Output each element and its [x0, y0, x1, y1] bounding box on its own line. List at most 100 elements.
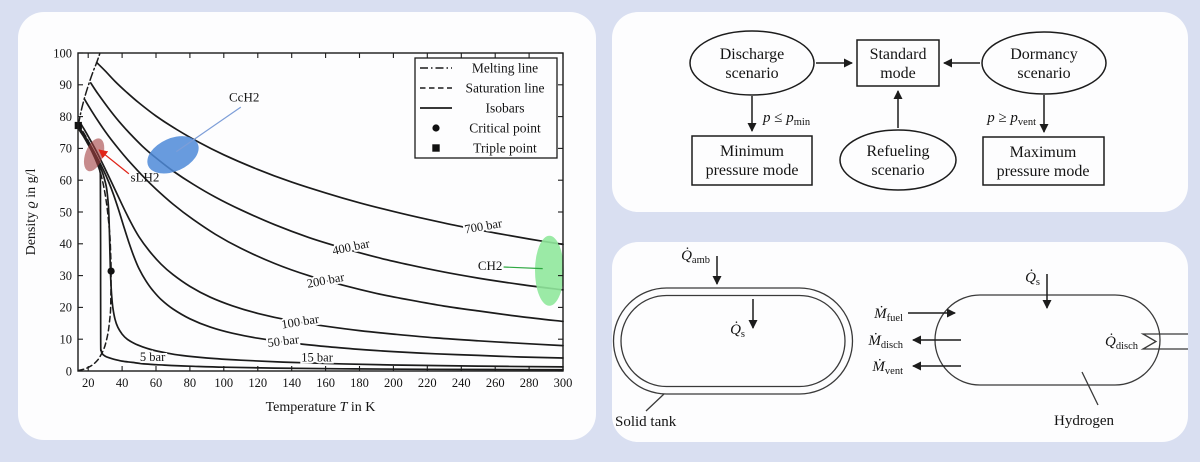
y-tick-label: 40 — [60, 237, 73, 251]
discharge-ellipse — [689, 30, 815, 96]
m-disch-label: Ṁdisch — [867, 333, 903, 351]
tank-schematic: Q̇amb Q̇s Solid tank Q̇s Ṁfuel Ṁdisch Ṁv… — [612, 248, 1188, 430]
isobar-label-50-bar: 50 bar — [267, 332, 301, 350]
y-tick-label: 30 — [60, 269, 73, 283]
x-tick-label: 240 — [452, 376, 471, 390]
annotation-line-CcH2 — [176, 106, 242, 153]
q-disch-label: Q̇disch — [1105, 334, 1139, 352]
solid-tank — [612, 287, 854, 395]
standard-rect — [856, 39, 940, 87]
minimum-rect — [691, 135, 813, 186]
hydrogen-tank — [934, 294, 1161, 386]
x-tick-label: 80 — [184, 376, 197, 390]
x-tick-label: 260 — [486, 376, 505, 390]
x-tick-label: 220 — [418, 376, 437, 390]
isobar-50-bar — [78, 127, 564, 359]
condition-p-min: p ≤ pmin — [762, 110, 811, 128]
x-tick-label: 120 — [248, 376, 267, 390]
region-CH2 — [535, 235, 564, 306]
q-s-left-label: Q̇s — [730, 322, 745, 340]
q-amb-label: Q̇amb — [681, 248, 710, 266]
x-axis-title: Temperature T in K — [266, 400, 376, 415]
solid-tank-pointer — [645, 393, 665, 412]
x-tick-label: 160 — [316, 376, 335, 390]
hydrogen-pointer — [1081, 371, 1099, 406]
curves-group — [77, 52, 564, 372]
x-tick-label: 180 — [350, 376, 369, 390]
isobar-400-bar — [89, 82, 564, 291]
isobar-700-bar — [95, 61, 564, 246]
m-fuel-label: Ṁfuel — [873, 306, 903, 324]
x-tick-label: 20 — [82, 376, 95, 390]
solid-tank-outer-wall — [612, 287, 854, 395]
y-tick-label: 100 — [53, 46, 72, 60]
solid-tank-label: Solid tank — [615, 414, 677, 430]
maximum-rect — [982, 136, 1105, 186]
y-tick-label: 20 — [60, 301, 73, 315]
annotation-line-sLH2 — [98, 149, 130, 175]
condition-p-vent: p ≥ pvent — [986, 110, 1036, 128]
isobar-label-200-bar: 200 bar — [306, 270, 347, 291]
y-tick-label: 10 — [60, 333, 73, 347]
isobar-label-100-bar: 100 bar — [280, 312, 320, 332]
annotation-label-CcH2: CcH2 — [229, 90, 259, 105]
dormancy-ellipse — [981, 31, 1107, 95]
x-tick-label: 300 — [554, 376, 573, 390]
isobar-label-5-bar: 5 bar — [140, 350, 166, 364]
x-tick-label: 200 — [384, 376, 403, 390]
critical-point-marker — [107, 267, 115, 275]
x-tick-label: 100 — [214, 376, 233, 390]
legend-label-dashed: Saturation line — [465, 81, 544, 96]
legend-label-square: Triple point — [473, 141, 537, 156]
tank-schematic-panel: Q̇amb Q̇s Solid tank Q̇s Ṁfuel Ṁdisch Ṁv… — [612, 242, 1188, 442]
y-tick-label: 50 — [60, 205, 73, 219]
solid-tank-inner-wall — [620, 294, 846, 388]
m-vent-label: Ṁvent — [871, 359, 903, 377]
y-tick-label: 90 — [60, 78, 73, 92]
melting-line — [77, 52, 101, 126]
legend-label-dot: Critical point — [469, 121, 541, 136]
x-tick-label: 60 — [150, 376, 163, 390]
isobar-label-15-bar: 15 bar — [301, 350, 333, 364]
annotation-label-CH2: CH2 — [478, 258, 503, 273]
annotation-line-CH2 — [503, 266, 543, 270]
legend-label-dashdot: Melting line — [472, 61, 538, 76]
x-tick-label: 280 — [520, 376, 539, 390]
isobar-100-bar — [80, 123, 564, 347]
hydrogen-label: Hydrogen — [1054, 413, 1114, 429]
heat-exchanger-icon — [1140, 333, 1188, 350]
isobar-200-bar — [83, 98, 564, 323]
annotation-label-sLH2: sLH2 — [131, 170, 160, 185]
refueling-ellipse — [839, 129, 957, 191]
y-axis-title: Density ϱ in g/l — [24, 168, 39, 255]
x-tick-label: 40 — [116, 376, 129, 390]
y-tick-label: 60 — [60, 174, 73, 188]
y-tick-label: 0 — [66, 364, 72, 378]
region-sLH2 — [83, 138, 105, 172]
hydrogen-tank-wall — [934, 294, 1161, 386]
y-tick-label: 80 — [60, 110, 73, 124]
q-s-right-label: Q̇s — [1025, 270, 1040, 288]
x-tick-label: 140 — [282, 376, 301, 390]
y-tick-label: 70 — [60, 142, 73, 156]
legend-label-solid: Isobars — [486, 101, 525, 116]
